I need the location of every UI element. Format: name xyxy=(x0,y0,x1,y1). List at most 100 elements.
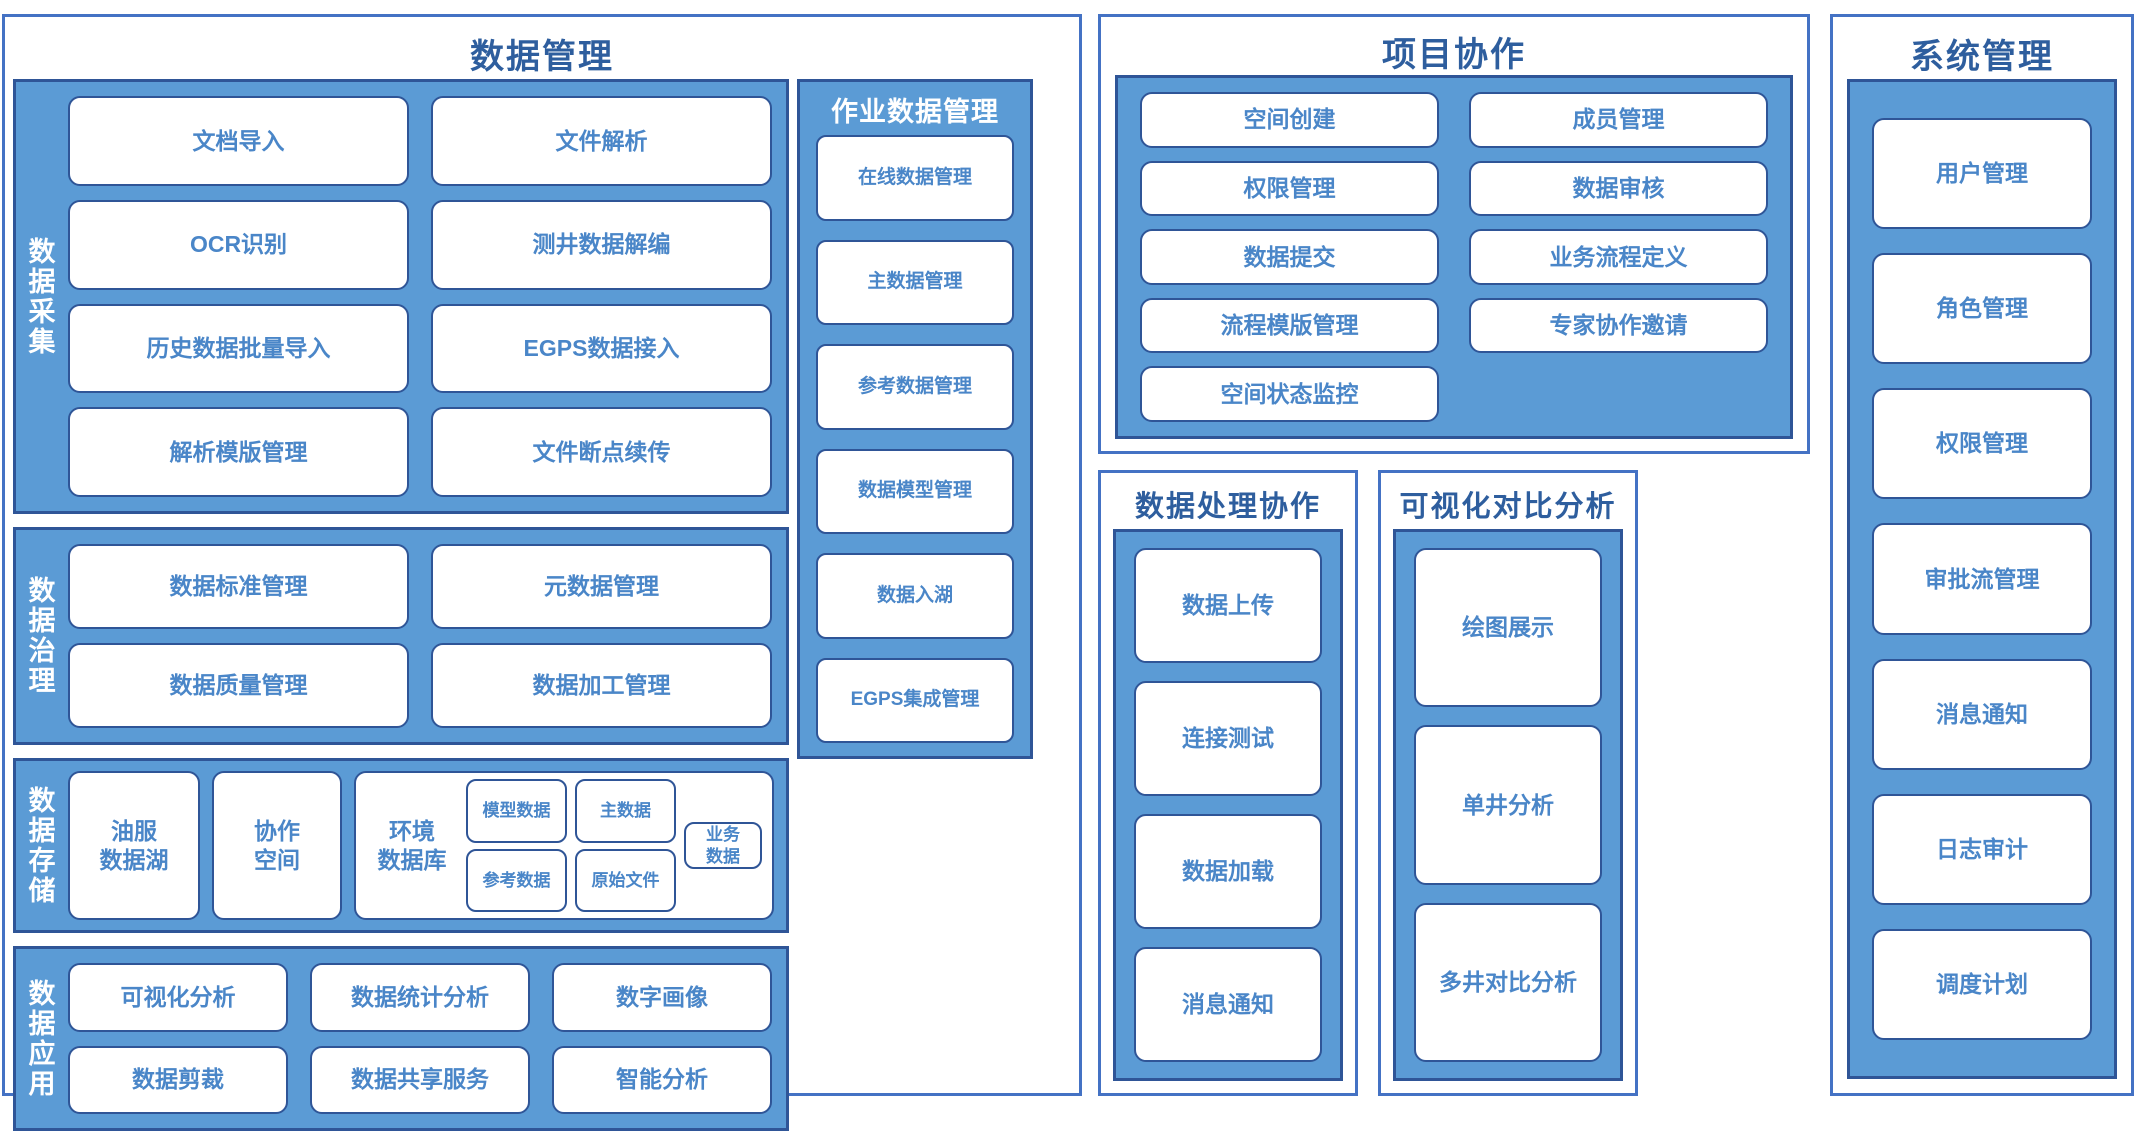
card-data-processing-management[interactable]: 数据加工管理 xyxy=(431,643,772,728)
data-collection-grid: 文档导入 文件解析 OCR识别 测井数据解编 历史数据批量导入 EGPS数据接入… xyxy=(62,82,786,511)
project-collaboration-box: 空间创建 成员管理 权限管理 数据审核 数据提交 业务流程定义 流程模版管理 专… xyxy=(1115,75,1793,439)
card-data-review[interactable]: 数据审核 xyxy=(1469,160,1768,217)
card-data-sharing-service[interactable]: 数据共享服务 xyxy=(310,1045,530,1114)
card-reference-data[interactable]: 参考数据 xyxy=(466,848,567,912)
card-space-creation[interactable]: 空间创建 xyxy=(1140,92,1439,148)
data-management-left-column: 数据采集 文档导入 文件解析 OCR识别 测井数据解编 历史数据批量导入 EGP… xyxy=(13,79,789,1131)
card-digital-portrait[interactable]: 数字画像 xyxy=(552,963,772,1032)
card-collaboration-space[interactable]: 协作 空间 xyxy=(212,771,342,920)
section-data-governance: 数据治理 数据标准管理 元数据管理 数据质量管理 数据加工管理 xyxy=(13,527,789,745)
card-metadata-management[interactable]: 元数据管理 xyxy=(431,544,772,629)
card-data-standard-management[interactable]: 数据标准管理 xyxy=(68,544,409,629)
collab-space-line-1: 协作 xyxy=(254,817,300,844)
section-label-data-storage: 数据存储 xyxy=(24,785,55,906)
card-file-parse[interactable]: 文件解析 xyxy=(431,96,772,186)
card-environment-database[interactable]: 环境 数据库 模型数据 主数据 参考数据 原始文件 业务 数据 xyxy=(354,771,774,920)
card-business-data[interactable]: 业务 数据 xyxy=(684,822,762,869)
env-db-line-2: 数据库 xyxy=(377,846,447,873)
card-message-notification[interactable]: 消息通知 xyxy=(1134,947,1322,1062)
card-business-process-definition[interactable]: 业务流程定义 xyxy=(1469,229,1768,285)
card-egps-integration-management[interactable]: EGPS集成管理 xyxy=(816,657,1014,743)
oil-lake-line-2: 数据湖 xyxy=(99,846,169,873)
card-ocr-recognition[interactable]: OCR识别 xyxy=(68,199,409,290)
card-schedule-plan[interactable]: 调度计划 xyxy=(1872,928,2092,1040)
card-member-management[interactable]: 成员管理 xyxy=(1469,92,1768,148)
oil-lake-line-1: 油服 xyxy=(111,817,157,844)
card-plot-display[interactable]: 绘图展示 xyxy=(1414,548,1602,708)
section-label-data-collection: 数据采集 xyxy=(24,236,55,357)
card-multi-well-comparison-analysis[interactable]: 多井对比分析 xyxy=(1414,902,1602,1062)
card-master-data[interactable]: 主数据 xyxy=(575,779,676,843)
section-label-data-governance: 数据治理 xyxy=(24,576,55,696)
card-logging-data-decode[interactable]: 测井数据解编 xyxy=(431,199,772,290)
card-model-data[interactable]: 模型数据 xyxy=(466,779,567,843)
card-file-resume-transfer[interactable]: 文件断点续传 xyxy=(431,407,772,497)
card-data-clipping[interactable]: 数据剪裁 xyxy=(68,1045,288,1114)
card-data-statistical-analysis[interactable]: 数据统计分析 xyxy=(310,963,530,1032)
card-raw-file[interactable]: 原始文件 xyxy=(575,848,676,912)
data-processing-collaboration-list: 数据上传 连接测试 数据加载 消息通知 xyxy=(1116,532,1340,1078)
card-message-notification-system[interactable]: 消息通知 xyxy=(1872,658,2092,770)
card-data-submission[interactable]: 数据提交 xyxy=(1140,229,1439,285)
system-management-panel: 系统管理 用户管理 角色管理 权限管理 审批流管理 消息通知 日志审计 调度计划 xyxy=(1830,14,2134,1096)
card-oil-service-data-lake[interactable]: 油服 数据湖 xyxy=(68,771,200,920)
system-management-box: 用户管理 角色管理 权限管理 审批流管理 消息通知 日志审计 调度计划 xyxy=(1847,79,2117,1079)
system-management-list: 用户管理 角色管理 权限管理 审批流管理 消息通知 日志审计 调度计划 xyxy=(1850,82,2114,1076)
card-online-data-management[interactable]: 在线数据管理 xyxy=(816,135,1014,221)
project-collaboration-panel: 项目协作 空间创建 成员管理 权限管理 数据审核 数据提交 业务流程定义 流程模… xyxy=(1098,14,1810,454)
visual-comparison-analysis-box: 绘图展示 单井分析 多井对比分析 xyxy=(1393,529,1623,1081)
data-management-title: 数据管理 xyxy=(470,38,614,76)
data-storage-inner: 油服 数据湖 协作 空间 环境 数据库 xyxy=(62,761,786,930)
data-management-panel: 数据管理 数据采集 文档导入 文件解析 OCR识别 测井数据解编 历史数据批量导… xyxy=(2,14,1082,1131)
visual-comparison-analysis-list: 绘图展示 单井分析 多井对比分析 xyxy=(1396,532,1620,1078)
section-label-data-application: 数据应用 xyxy=(24,978,55,1099)
job-data-management-list: 在线数据管理 主数据管理 参考数据管理 数据模型管理 数据入湖 EGPS集成管理 xyxy=(800,135,1030,757)
section-job-data-management: 作业数据管理 在线数据管理 主数据管理 参考数据管理 数据模型管理 数据入湖 E… xyxy=(797,79,1033,759)
card-visual-analysis[interactable]: 可视化分析 xyxy=(68,963,288,1032)
visual-comparison-analysis-title: 可视化对比分析 xyxy=(1399,491,1617,523)
card-egps-data-access[interactable]: EGPS数据接入 xyxy=(431,303,772,394)
card-document-import[interactable]: 文档导入 xyxy=(68,96,409,186)
job-data-management-title: 作业数据管理 xyxy=(831,97,999,127)
card-parse-template-management[interactable]: 解析模版管理 xyxy=(68,407,409,497)
data-application-grid: 可视化分析 数据统计分析 数字画像 数据剪裁 数据共享服务 智能分析 xyxy=(62,949,786,1128)
data-processing-collaboration-title: 数据处理协作 xyxy=(1134,491,1321,523)
card-intelligent-analysis[interactable]: 智能分析 xyxy=(552,1045,772,1114)
card-permission-management[interactable]: 权限管理 xyxy=(1140,160,1439,217)
card-data-model-management[interactable]: 数据模型管理 xyxy=(816,448,1014,534)
card-history-batch-import[interactable]: 历史数据批量导入 xyxy=(68,303,409,394)
card-connection-test[interactable]: 连接测试 xyxy=(1134,681,1322,796)
collab-space-line-2: 空间 xyxy=(254,846,300,873)
card-expert-collaboration-invitation[interactable]: 专家协作邀请 xyxy=(1469,297,1768,354)
data-processing-collaboration-panel: 数据处理协作 数据上传 连接测试 数据加载 消息通知 xyxy=(1098,470,1358,1096)
card-space-status-monitoring[interactable]: 空间状态监控 xyxy=(1140,366,1439,422)
data-processing-collaboration-box: 数据上传 连接测试 数据加载 消息通知 xyxy=(1113,529,1343,1081)
card-single-well-analysis[interactable]: 单井分析 xyxy=(1414,725,1602,885)
system-management-title: 系统管理 xyxy=(1910,38,2054,76)
card-process-template-management[interactable]: 流程模版管理 xyxy=(1140,297,1439,354)
env-db-line-1: 环境 xyxy=(389,817,435,844)
card-reference-data-management[interactable]: 参考数据管理 xyxy=(816,344,1014,430)
data-governance-grid: 数据标准管理 元数据管理 数据质量管理 数据加工管理 xyxy=(62,530,786,742)
project-collaboration-title: 项目协作 xyxy=(1382,36,1526,74)
card-user-management[interactable]: 用户管理 xyxy=(1872,118,2092,230)
card-master-data-management[interactable]: 主数据管理 xyxy=(816,239,1014,325)
card-data-quality-management[interactable]: 数据质量管理 xyxy=(68,643,409,728)
section-data-application: 数据应用 可视化分析 数据统计分析 数字画像 数据剪裁 数据共享服务 智能分析 xyxy=(13,946,789,1131)
business-data-line-2: 数据 xyxy=(706,846,740,866)
card-data-loading[interactable]: 数据加载 xyxy=(1134,814,1322,929)
project-collaboration-grid: 空间创建 成员管理 权限管理 数据审核 数据提交 业务流程定义 流程模版管理 专… xyxy=(1118,78,1790,436)
section-data-storage: 数据存储 油服 数据湖 协作 空间 xyxy=(13,758,789,933)
visual-comparison-analysis-panel: 可视化对比分析 绘图展示 单井分析 多井对比分析 xyxy=(1378,470,1638,1096)
environment-database-label: 环境 数据库 xyxy=(366,817,458,875)
card-log-audit[interactable]: 日志审计 xyxy=(1872,793,2092,905)
business-data-line-1: 业务 xyxy=(706,825,740,845)
section-data-collection: 数据采集 文档导入 文件解析 OCR识别 测井数据解编 历史数据批量导入 EGP… xyxy=(13,79,789,514)
card-permission-management-system[interactable]: 权限管理 xyxy=(1872,388,2092,500)
card-data-upload[interactable]: 数据上传 xyxy=(1134,548,1322,663)
card-role-management[interactable]: 角色管理 xyxy=(1872,253,2092,365)
data-management-body: 数据采集 文档导入 文件解析 OCR识别 测井数据解编 历史数据批量导入 EGP… xyxy=(13,79,1071,1131)
card-data-into-lake[interactable]: 数据入湖 xyxy=(816,553,1014,639)
card-approval-flow-management[interactable]: 审批流管理 xyxy=(1872,523,2092,635)
environment-database-items: 模型数据 主数据 参考数据 原始文件 xyxy=(466,779,676,912)
